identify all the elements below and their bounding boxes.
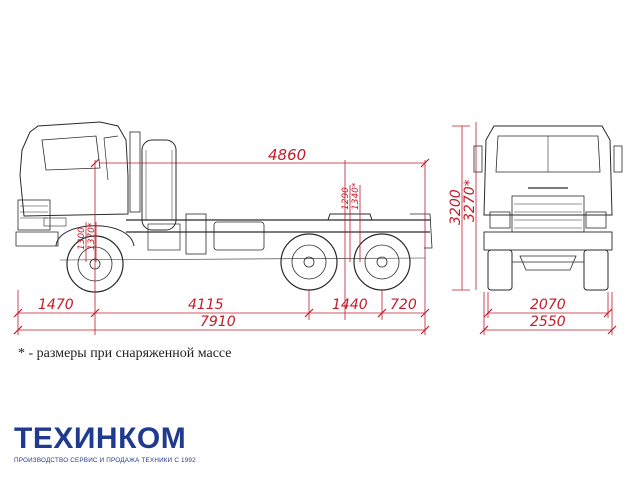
dim-1440: 1440: [332, 297, 368, 313]
middle-wheel: [280, 233, 338, 291]
dim-1340-star: 1340*: [351, 182, 361, 210]
rear-wheel: [353, 233, 411, 291]
front-cab-outline: [483, 125, 613, 216]
dimension-ticks: [13, 158, 617, 335]
dim-2550: 2550: [530, 314, 566, 330]
front-view-left-wheel: [487, 249, 513, 291]
dim-1370-star: 1370*: [87, 222, 97, 250]
dim-3270-star: 3270*: [462, 179, 478, 222]
front-view-right-wheel: [583, 249, 609, 291]
fifth-wheel: [327, 213, 373, 221]
dim-1290: 1290: [341, 187, 351, 210]
footnote: * - размеры при снаряженной массе: [18, 346, 232, 361]
dim-1300: 1300: [77, 227, 87, 250]
dimension-lines: [17, 122, 613, 335]
side-view: [15, 121, 433, 261]
dim-720: 720: [390, 297, 417, 313]
dim-1470: 1470: [38, 297, 74, 313]
dim-3200: 3200: [448, 189, 464, 225]
dim-7910: 7910: [200, 314, 236, 330]
side-view-wheels: [66, 233, 411, 293]
logo-slogan: ПРОИЗВОДСТВО СЕРВИС И ПРОДАЖА ТЕХНИКИ С …: [14, 457, 196, 464]
dim-4860: 4860: [268, 146, 306, 164]
dim-2070: 2070: [530, 297, 566, 313]
front-wheel-arch: [55, 225, 135, 247]
logo-name: ТЕХИНКОМ: [14, 422, 187, 455]
spare-wheel: [141, 139, 177, 231]
dim-4115: 4115: [188, 297, 224, 313]
company-logo: ТЕХИНКОМ ПРОИЗВОДСТВО СЕРВИС И ПРОДАЖА Т…: [14, 422, 196, 465]
cab-outline: [19, 121, 129, 217]
front-view: [473, 125, 623, 291]
